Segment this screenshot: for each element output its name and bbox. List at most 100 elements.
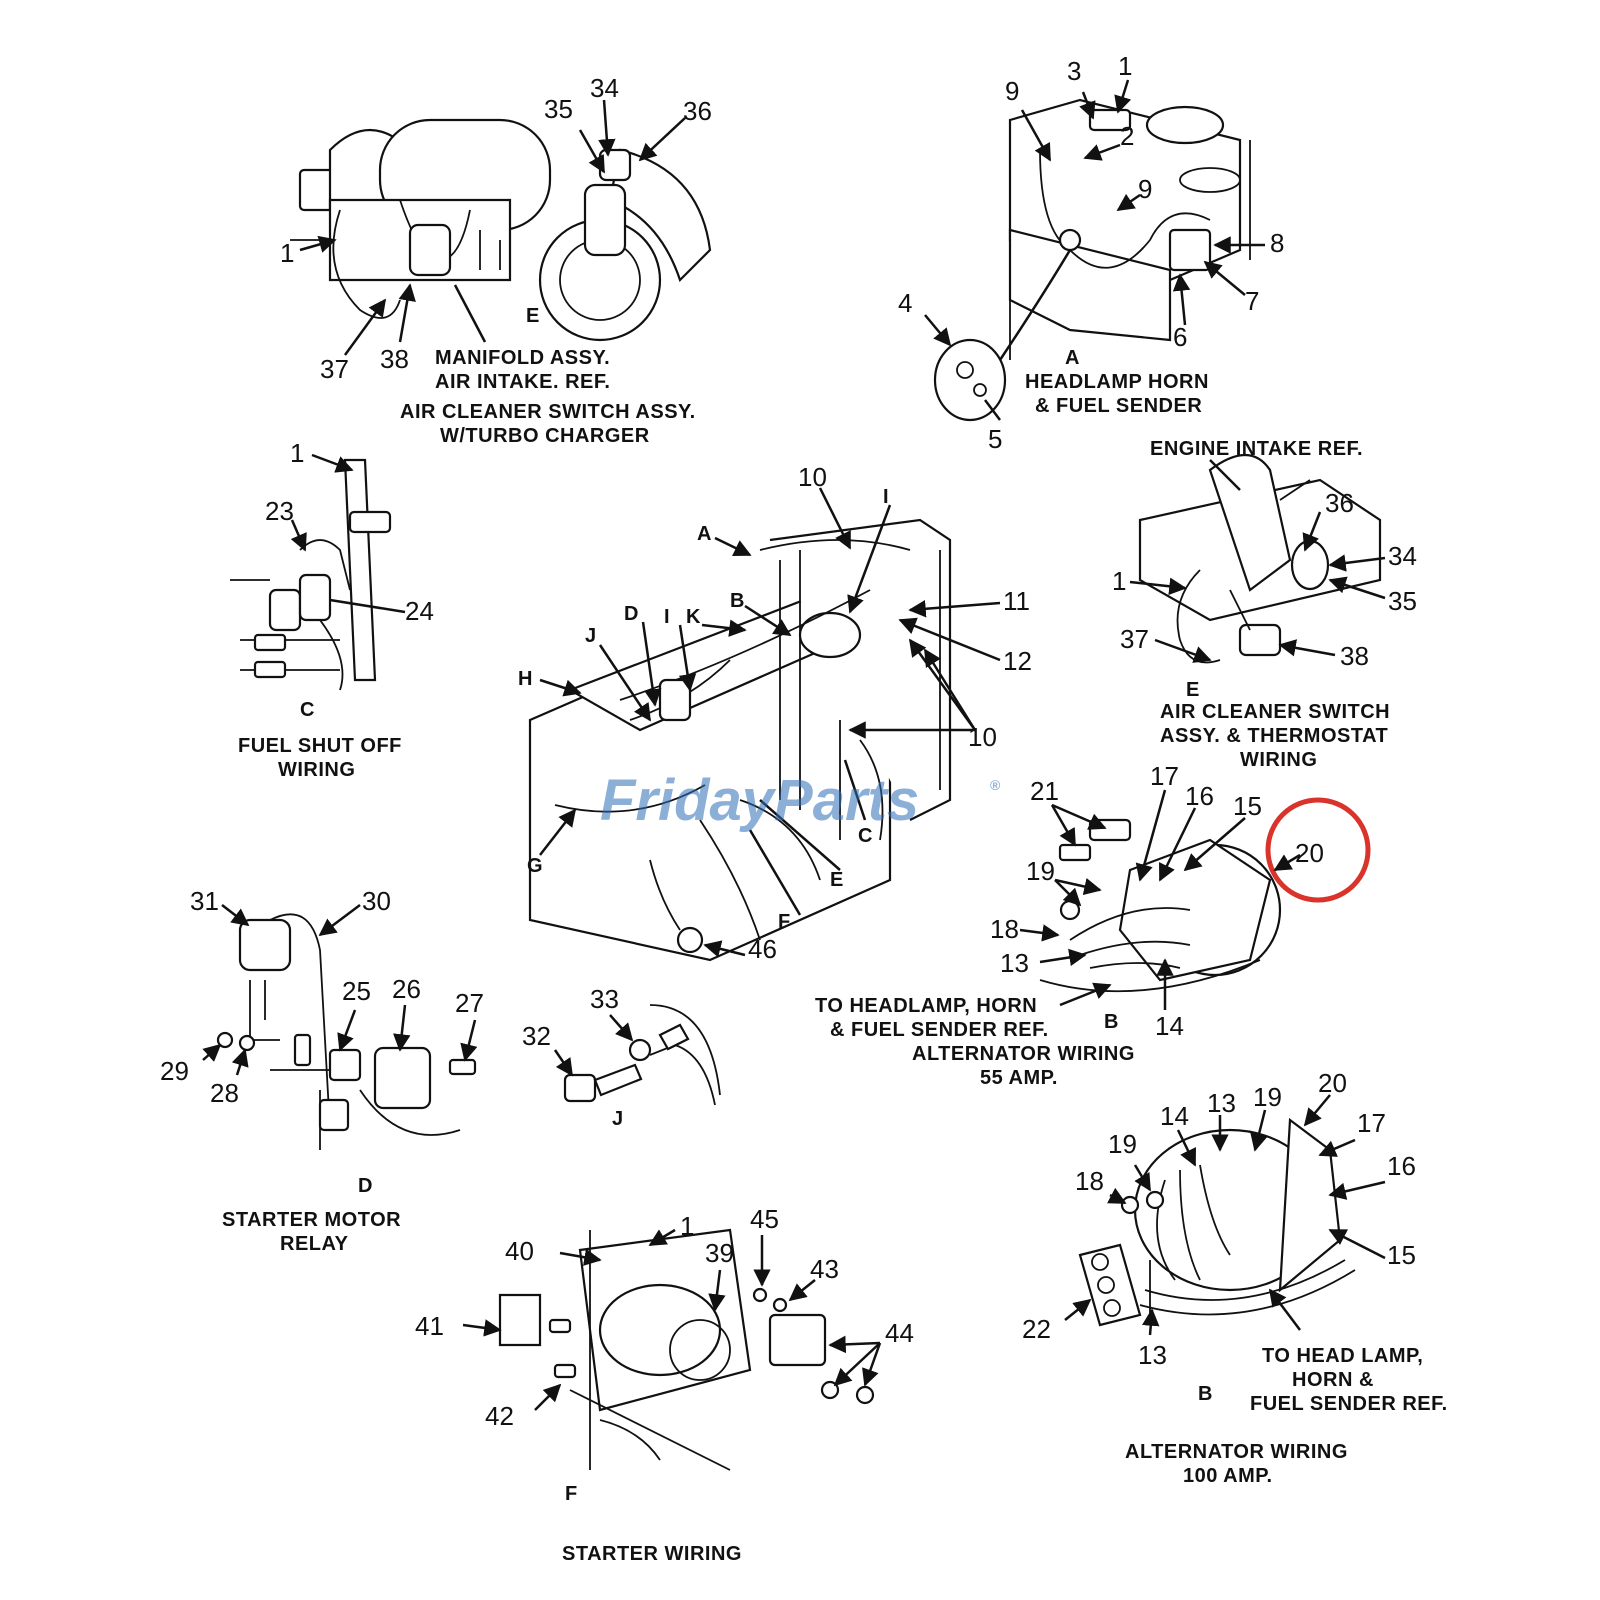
callout-f: F	[778, 911, 790, 933]
callout-35: 35	[544, 94, 573, 124]
section-b-55-callouts: 21 17 16 15 19 18 13 14 TO HEADLAMP, HOR…	[815, 761, 1262, 1089]
callout-43: 43	[810, 1254, 839, 1284]
caption-thermostat: ASSY. & THERMOSTAT	[1160, 725, 1388, 747]
section-letter-f: F	[565, 1483, 577, 1505]
caption-fuel-shut-off: FUEL SHUT OFF	[238, 735, 402, 757]
callout-19-b: 19	[1108, 1129, 1137, 1159]
callout-3: 3	[1067, 56, 1081, 86]
section-f-callouts: 1 45 40 39 43 41 44 42 F STARTER WIRING	[415, 1204, 914, 1565]
callout-17: 17	[1150, 761, 1179, 791]
callout-7: 7	[1245, 286, 1259, 316]
callout-12: 12	[1003, 646, 1032, 676]
callout-9b: 9	[1138, 174, 1152, 204]
caption-wiring-2: WIRING	[1240, 749, 1317, 771]
caption-air-intake: AIR INTAKE. REF.	[435, 371, 610, 393]
caption-manifold: MANIFOLD ASSY.	[435, 347, 610, 369]
caption-wiring: WIRING	[278, 759, 355, 781]
ref-to-head-lamp: TO HEAD LAMP,	[1262, 1345, 1423, 1367]
callout-1: 1	[680, 1211, 694, 1241]
callout-37: 37	[1120, 624, 1149, 654]
watermark-logo: FridayParts ®	[600, 768, 1001, 833]
watermark-text: FridayParts	[600, 768, 919, 833]
section-e-right-callouts: ENGINE INTAKE REF. 36 34 1 35 37 38 E AI…	[1112, 438, 1417, 771]
caption-relay: RELAY	[280, 1233, 349, 1255]
caption-alternator-55: ALTERNATOR WIRING	[912, 1043, 1135, 1065]
section-e-top-callouts: 35 34 36 1 37 38 E MANIFOLD ASSY. AIR IN…	[280, 73, 712, 447]
callout-30: 30	[362, 886, 391, 916]
callout-9: 9	[1005, 76, 1019, 106]
callout-13-b: 13	[1138, 1340, 1167, 1370]
callout-37: 37	[320, 354, 349, 384]
callout-46: 46	[748, 934, 777, 964]
caption-100-amp: 100 AMP.	[1183, 1465, 1273, 1487]
callout-1: 1	[1118, 51, 1132, 81]
callout-22: 22	[1022, 1314, 1051, 1344]
callout-1: 1	[280, 238, 294, 268]
section-letter-d: D	[358, 1175, 372, 1197]
callout-1: 1	[290, 438, 304, 468]
callout-i: I	[883, 486, 889, 508]
section-letter-c: C	[300, 699, 314, 721]
callout-20: 20	[1318, 1068, 1347, 1098]
callout-10: 10	[798, 462, 827, 492]
callout-14: 14	[1160, 1101, 1189, 1131]
section-j-drawing	[563, 1004, 721, 1106]
section-letter-b-55: B	[1104, 1011, 1118, 1033]
section-a-callouts: 3 1 9 2 9 8 4 7 6 5 A HEADLAMP HORN & FU…	[898, 51, 1284, 454]
ref-horn: HORN &	[1292, 1369, 1374, 1391]
callout-a: A	[697, 523, 711, 545]
caption-air-cleaner-switch-2: AIR CLEANER SWITCH	[1160, 701, 1390, 723]
ref-engine-intake: ENGINE INTAKE REF.	[1150, 438, 1363, 460]
section-letter-e-top: E	[526, 305, 539, 327]
callout-32: 32	[522, 1021, 551, 1051]
callout-18: 18	[1075, 1166, 1104, 1196]
section-c-drawing	[230, 458, 392, 691]
callout-5: 5	[988, 424, 1002, 454]
highlight-ring	[1265, 797, 1371, 903]
callout-28: 28	[210, 1078, 239, 1108]
callout-16: 16	[1185, 781, 1214, 811]
callout-d: D	[624, 603, 638, 625]
callout-19: 19	[1253, 1082, 1282, 1112]
callout-10-b: 10	[968, 722, 997, 752]
section-b-55-drawing	[1039, 818, 1282, 993]
section-b-100-drawing	[1078, 1117, 1356, 1327]
callout-15: 15	[1233, 791, 1262, 821]
callout-19: 19	[1026, 856, 1055, 886]
callout-39: 39	[705, 1238, 734, 1268]
callout-31: 31	[190, 886, 219, 916]
callout-4: 4	[898, 288, 912, 318]
highlight-callout-20: 20	[1265, 797, 1371, 903]
watermark-registered: ®	[990, 777, 1001, 793]
callout-13: 13	[1000, 948, 1029, 978]
caption-turbo: W/TURBO CHARGER	[440, 425, 650, 447]
callout-29: 29	[160, 1056, 189, 1086]
callout-h: H	[518, 668, 532, 690]
center-callouts: 10 I A 11 B 12 D I K J H 10 C G E F 46	[518, 462, 1032, 964]
callout-2: 2	[1120, 121, 1134, 151]
callout-38: 38	[380, 344, 409, 374]
section-j-callouts: 33 32 J	[522, 984, 634, 1130]
callout-17: 17	[1357, 1108, 1386, 1138]
callout-e: E	[830, 869, 843, 891]
ref-fuel-sender-2: FUEL SENDER REF.	[1250, 1393, 1448, 1415]
callout-8: 8	[1270, 228, 1284, 258]
ref-fuel-sender: & FUEL SENDER REF.	[830, 1019, 1049, 1041]
callout-6: 6	[1173, 322, 1187, 352]
section-b-100-callouts: 20 13 19 14 17 19 16 18 15 22 13 TO HEAD…	[1022, 1068, 1448, 1487]
callout-16: 16	[1387, 1151, 1416, 1181]
callout-15: 15	[1387, 1240, 1416, 1270]
callout-45: 45	[750, 1204, 779, 1234]
callout-b: B	[730, 590, 744, 612]
callout-42: 42	[485, 1401, 514, 1431]
section-c-callouts: 1 23 24 C FUEL SHUT OFF WIRING	[238, 438, 434, 781]
callout-35: 35	[1388, 586, 1417, 616]
callout-25: 25	[342, 976, 371, 1006]
section-e-right-drawing	[1138, 454, 1382, 664]
callout-23: 23	[265, 496, 294, 526]
callout-38: 38	[1340, 641, 1369, 671]
callout-18: 18	[990, 914, 1019, 944]
callout-1: 1	[1112, 566, 1126, 596]
ref-to-headlamp: TO HEADLAMP, HORN	[815, 995, 1037, 1017]
